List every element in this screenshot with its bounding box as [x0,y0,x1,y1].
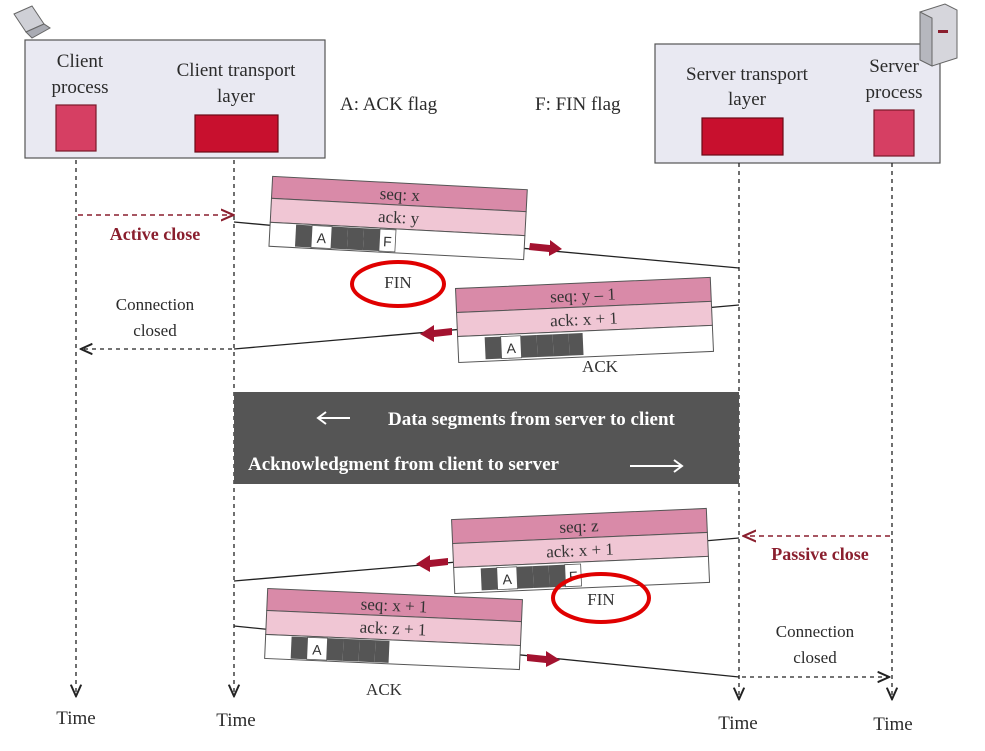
client-connection-closed-1: Connection [116,295,195,314]
segment-1-fin: seq: x ack: y A F [268,175,528,261]
segment-1-direction-arrow [529,240,562,256]
segment-3-flag-a: A [502,571,513,587]
segment-1-flag-a: A [316,230,327,247]
segment-4-direction-arrow [527,651,560,667]
client-connection-closed-2: closed [133,321,177,340]
segment-1-seq: seq: x [379,184,421,205]
segment-2-caption: ACK [582,357,619,376]
segment-3-direction-arrow [416,555,448,572]
server-box: Server transport layer Server process [654,43,941,164]
client-process-label-1: Client [57,51,104,72]
client-process-label-2: process [52,77,109,98]
segment-1-flag-f: F [383,233,392,249]
client-transport-block [194,114,279,153]
laptop-icon [13,5,51,39]
segment-4-ack: ack: z + 1 [359,618,426,640]
segment-4-ack: seq: x + 1 ack: z + 1 A [264,587,523,671]
segment-4-caption: ACK [366,680,403,699]
server-transport-label-1: Server transport [686,64,809,85]
legend-ack-flag: A: ACK flag [340,94,438,115]
time-label-client-transport: Time [216,710,255,731]
client-transport-label-2: layer [217,86,256,107]
segment-2-seq: seq: y – 1 [550,285,616,307]
client-process-block [55,104,97,152]
passive-close-label: Passive close [771,544,868,564]
band-line-1: Data segments from server to client [388,409,676,430]
legend-fin-flag: F: FIN flag [535,94,621,115]
time-label-server-process: Time [873,714,912,735]
segment-3-caption: FIN [587,590,614,609]
server-transport-label-2: layer [728,89,767,110]
server-process-block [873,109,915,157]
client-box: Client process Client transport layer [24,39,326,159]
server-process-label-1: Server [869,56,919,77]
time-label-server-transport: Time [718,713,757,734]
segment-2-ack: ack: x + 1 [550,308,618,330]
server-connection-closed-2: closed [793,648,837,667]
fin-highlight-circle-1 [350,260,446,308]
segment-2-direction-arrow [420,325,452,342]
segment-4-flag-a: A [312,642,323,658]
segment-1-ack: ack: y [378,207,421,228]
server-icon [919,3,958,67]
fin-highlight-circle-2 [551,572,651,624]
time-label-client-process: Time [56,708,95,729]
server-transport-block [701,117,784,156]
segment-3-seq: seq: z [559,516,599,537]
segment-2-flag-a: A [506,340,517,356]
client-transport-label-1: Client transport [177,60,296,81]
segment-1-caption: FIN [384,273,411,292]
band-line-2: Acknowledgment from client to server [248,454,560,475]
active-close-label: Active close [110,224,200,244]
data-transfer-band: Data segments from server to client Ackn… [234,392,739,484]
segment-4-seq: seq: x + 1 [360,595,427,617]
segment-2-ack: seq: y – 1 ack: x + 1 A [454,276,715,363]
segment-3-ack: ack: x + 1 [546,540,614,562]
segment-3-fin: seq: z ack: x + 1 A F [451,507,711,595]
server-process-label-2: process [866,82,923,103]
server-connection-closed-1: Connection [776,622,855,641]
